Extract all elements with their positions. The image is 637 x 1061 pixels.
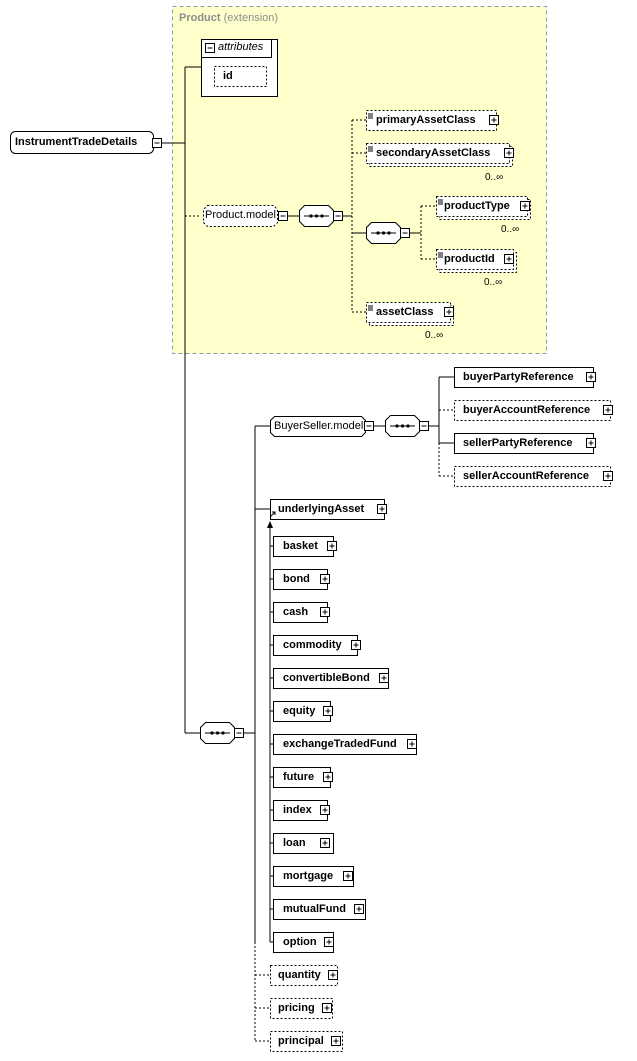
basket-label: basket <box>283 540 318 552</box>
collapse-icon[interactable] <box>278 211 288 221</box>
expand-icon[interactable] <box>354 904 364 914</box>
collapse-icon[interactable] <box>400 228 410 238</box>
expand-icon[interactable] <box>320 805 330 815</box>
expand-icon[interactable] <box>320 607 330 617</box>
option-label: option <box>283 936 317 948</box>
collapse-icon[interactable] <box>419 421 429 431</box>
attribute-id-label: id <box>223 70 233 82</box>
mutual-fund-label: mutualFund <box>283 903 346 915</box>
buyer-account-reference-label: buyerAccountReference <box>463 404 591 416</box>
root-element-label: InstrumentTradeDetails <box>15 136 138 148</box>
product-model-box[interactable] <box>203 205 278 227</box>
expand-icon[interactable] <box>328 970 338 980</box>
buyer-party-reference-label: buyerPartyReference <box>463 371 574 383</box>
expand-icon[interactable] <box>351 640 361 650</box>
attribute-id-box[interactable] <box>214 66 267 87</box>
product-group-qualifier: (extension) <box>223 12 279 24</box>
primary-asset-class-label: primaryAssetClass <box>376 114 476 126</box>
seller-party-reference-label: sellerPartyReference <box>463 437 573 449</box>
principal-label: principal <box>278 1035 324 1047</box>
cash-label: cash <box>283 606 309 618</box>
asset-class-occurrence: 0..∞ <box>425 330 444 341</box>
product-type-occurrence: 0..∞ <box>501 224 520 235</box>
secondary-asset-class-occurrence: 0..∞ <box>485 172 504 183</box>
exchange-traded-fund-label: exchangeTradedFund <box>283 738 397 750</box>
expand-icon[interactable] <box>603 405 613 415</box>
expand-icon[interactable] <box>603 471 613 481</box>
product-id-label: productId <box>444 253 495 265</box>
attributes-header: attributes <box>218 41 264 53</box>
expand-icon[interactable] <box>322 1003 332 1013</box>
principal-box[interactable] <box>270 1031 343 1052</box>
expand-icon[interactable] <box>343 871 353 881</box>
asset-class-label: assetClass <box>376 306 434 318</box>
index-label: index <box>283 804 312 816</box>
commodity-label: commodity <box>283 639 342 651</box>
product-model-label: Product.model <box>205 209 276 221</box>
expand-icon[interactable] <box>327 541 337 551</box>
expand-icon[interactable] <box>586 438 596 448</box>
expand-icon[interactable] <box>489 115 499 125</box>
expand-icon[interactable] <box>586 372 596 382</box>
expand-icon[interactable] <box>504 148 514 158</box>
collapse-icon[interactable] <box>333 211 343 221</box>
collapse-icon[interactable] <box>234 728 244 738</box>
equity-label: equity <box>283 705 316 717</box>
mutual-fund-box[interactable] <box>273 899 366 920</box>
expand-icon[interactable] <box>323 706 333 716</box>
expand-icon[interactable] <box>379 673 389 683</box>
underlying-asset-label: underlyingAsset <box>278 503 365 515</box>
expand-icon[interactable] <box>331 1036 341 1046</box>
convertible-bond-label: convertibleBond <box>283 672 370 684</box>
product-group-title: Product (extension) <box>179 12 278 25</box>
loan-box[interactable] <box>273 833 334 854</box>
buyer-seller-model-box[interactable] <box>270 416 366 437</box>
expand-icon[interactable] <box>320 838 330 848</box>
loan-label: loan <box>283 837 306 849</box>
substitution-boxes <box>270 536 417 953</box>
expand-icon[interactable] <box>444 307 454 317</box>
collapse-icon[interactable] <box>364 421 374 431</box>
expand-icon[interactable] <box>407 739 417 749</box>
product-id-box[interactable] <box>436 249 514 270</box>
mortgage-label: mortgage <box>283 870 334 882</box>
pricing-label: pricing <box>278 1002 315 1014</box>
secondary-asset-class-label: secondaryAssetClass <box>376 147 491 159</box>
product-id-occurrence: 0..∞ <box>484 277 503 288</box>
attributes-collapse-icon[interactable] <box>205 43 215 53</box>
expand-icon[interactable] <box>520 201 530 211</box>
product-group-name: Product <box>179 12 221 24</box>
quantity-label: quantity <box>278 969 321 981</box>
bond-label: bond <box>283 573 310 585</box>
expand-icon[interactable] <box>504 254 514 264</box>
expand-icon[interactable] <box>324 937 334 947</box>
mortgage-box[interactable] <box>273 866 354 887</box>
expand-icon[interactable] <box>323 772 333 782</box>
expand-icon[interactable] <box>320 574 330 584</box>
collapse-icon[interactable] <box>152 138 162 148</box>
pricing-box[interactable] <box>270 998 333 1019</box>
product-type-label: productType <box>444 200 510 212</box>
expand-icon[interactable] <box>377 504 387 514</box>
future-label: future <box>283 771 315 783</box>
buyer-seller-model-label: BuyerSeller.model <box>274 420 364 432</box>
seller-account-reference-label: sellerAccountReference <box>463 470 589 482</box>
